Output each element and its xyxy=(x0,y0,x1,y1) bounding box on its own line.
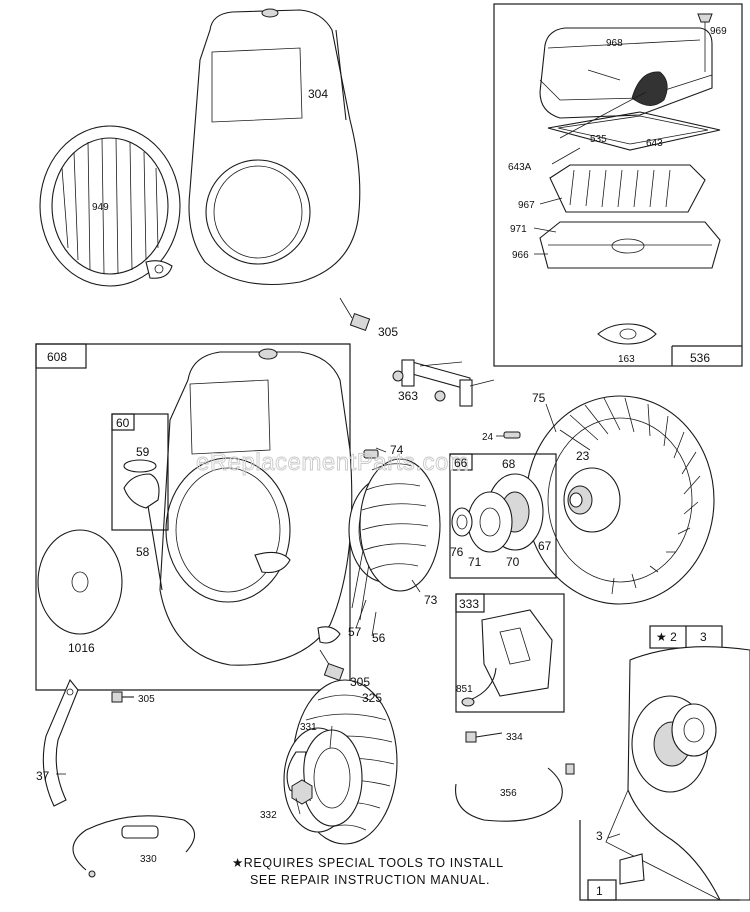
part-label-363: 363 xyxy=(398,389,418,403)
special-tools-note-line1: ★REQUIRES SPECIAL TOOLS TO INSTALL xyxy=(232,856,504,870)
kit-label-608: 608 xyxy=(47,350,67,364)
part-label-1016: 1016 xyxy=(68,641,95,655)
kit-60-box xyxy=(111,413,169,531)
part-label-305-top: 305 xyxy=(378,325,398,339)
screw-305-mid xyxy=(319,649,345,682)
gasket-163 xyxy=(597,323,657,345)
part-label-305-mid: 305 xyxy=(350,675,370,689)
kit-label-1: 1 xyxy=(596,884,603,898)
part-label-330: 330 xyxy=(140,854,157,865)
bracket-37 xyxy=(42,678,79,807)
part-label-163: 163 xyxy=(618,354,635,365)
part-label-59: 59 xyxy=(136,445,150,459)
screw-305-top xyxy=(339,297,371,332)
blower-housing-top xyxy=(188,8,361,286)
part-label-968: 968 xyxy=(606,38,623,49)
part-label-3: 3 xyxy=(596,829,603,843)
starter-handle xyxy=(123,459,163,591)
part-label-305-left: 305 xyxy=(138,694,155,705)
kit-label-333: 333 xyxy=(459,597,479,611)
part-label-24: 24 xyxy=(482,432,494,443)
starter-washer-1016 xyxy=(37,529,123,635)
kit-label-3-box: 3 xyxy=(700,630,707,644)
part-label-304: 304 xyxy=(308,87,328,101)
part-label-331: 331 xyxy=(300,722,317,733)
part-label-971: 971 xyxy=(510,224,527,235)
part-label-325: 325 xyxy=(362,691,382,705)
part-label-37: 37 xyxy=(36,769,50,783)
part-label-966: 966 xyxy=(512,250,529,261)
kit-label-536: 536 xyxy=(690,351,710,365)
starter-clutch xyxy=(451,473,544,553)
part-label-75: 75 xyxy=(532,391,546,405)
part-label-356: 356 xyxy=(500,788,517,799)
screw-305-left xyxy=(111,691,134,703)
ground-wire-356 xyxy=(455,763,575,822)
starter-cup-331 xyxy=(283,727,363,833)
crankcase xyxy=(605,646,750,901)
part-label-57: 57 xyxy=(348,625,362,639)
part-label-74: 74 xyxy=(390,443,404,457)
part-label-851: 851 xyxy=(456,684,473,695)
nut-332 xyxy=(291,779,313,805)
part-label-969: 969 xyxy=(710,26,727,37)
flywheel-key xyxy=(503,431,521,439)
part-label-68: 68 xyxy=(502,457,516,471)
filter-element xyxy=(549,164,706,213)
kit-536-box xyxy=(493,3,743,367)
air-cleaner-base xyxy=(539,221,721,269)
kit-label-66: 66 xyxy=(454,456,468,470)
leader-lines xyxy=(56,403,621,839)
kit-333-box xyxy=(455,593,565,713)
part-label-71: 71 xyxy=(468,555,482,569)
kit-66-box xyxy=(449,453,557,579)
gasket-643a xyxy=(547,111,721,151)
part-label-76: 76 xyxy=(450,545,464,559)
special-tools-note-line2: SEE REPAIR INSTRUCTION MANUAL. xyxy=(250,873,490,887)
part-label-334: 334 xyxy=(506,732,523,743)
air-filter-cover xyxy=(539,27,713,119)
rewind-starter-housing xyxy=(159,348,353,666)
control-cable-330 xyxy=(72,815,196,878)
flywheel xyxy=(525,395,715,605)
part-label-967: 967 xyxy=(518,200,535,211)
screen-73 xyxy=(359,458,441,592)
part-label-23: 23 xyxy=(576,449,590,463)
part-label-332: 332 xyxy=(260,810,277,821)
part-label-70: 70 xyxy=(506,555,520,569)
kit-1-box xyxy=(579,820,740,901)
rotating-screen xyxy=(39,125,181,287)
kit-label-2: ★ 2 xyxy=(656,630,677,644)
watermark: eReplacementParts.com xyxy=(196,449,469,476)
part-label-535: 535 xyxy=(590,134,607,145)
pin-74 xyxy=(363,449,379,459)
part-label-643: 643 xyxy=(646,138,663,149)
cover-screw xyxy=(697,13,713,72)
ignition-armature xyxy=(461,609,553,707)
kit-label-60: 60 xyxy=(116,416,130,430)
part-label-58: 58 xyxy=(136,545,150,559)
bracket-363 xyxy=(392,359,495,407)
screw-334 xyxy=(465,731,503,743)
part-label-56: 56 xyxy=(372,631,386,645)
part-label-73: 73 xyxy=(424,593,438,607)
part-label-643a: 643A xyxy=(508,162,532,173)
part-label-949: 949 xyxy=(92,202,109,213)
part-label-67: 67 xyxy=(538,539,552,553)
air-cleaner-leaders xyxy=(533,69,647,255)
